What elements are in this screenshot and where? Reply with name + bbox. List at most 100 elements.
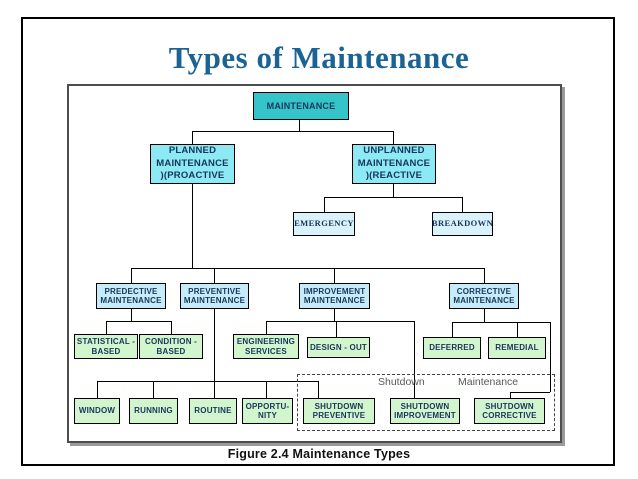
node-label-line: PREVENTIVE bbox=[312, 411, 366, 420]
connector bbox=[318, 381, 319, 398]
node-label-line: CORRECTIVE bbox=[482, 411, 537, 420]
node-label-line: SERVICES bbox=[245, 346, 287, 356]
connector bbox=[414, 321, 415, 398]
node-shutdown-corrective: SHUTDOWN CORRECTIVE bbox=[474, 398, 545, 424]
node-label-line: PLANNED bbox=[168, 145, 217, 157]
node-planned-maintenance: PLANNED MAINTENANCE )(PROACTIVE bbox=[150, 144, 235, 184]
node-label-line: CONDITION - bbox=[145, 337, 197, 347]
connector bbox=[192, 131, 193, 144]
connector bbox=[106, 321, 171, 322]
connector bbox=[517, 322, 518, 337]
node-label-line: SHUTDOWN bbox=[400, 401, 450, 411]
diagram-frame bbox=[67, 84, 562, 443]
connector bbox=[214, 308, 215, 398]
node-design-out: DESIGN - OUT bbox=[307, 337, 370, 358]
node-predective-maintenance: PREDECTIVE MAINTENANCE bbox=[96, 283, 166, 309]
node-breakdown: BREAKDOWN bbox=[432, 212, 493, 236]
node-shutdown-improvement: SHUTDOWN IMPROVEMENT bbox=[390, 398, 460, 424]
connector bbox=[336, 321, 337, 337]
node-unplanned-maintenance: UNPLANNED MAINTENANCE )(REACTIVE bbox=[352, 144, 436, 184]
node-label-line: )(PROACTIVE bbox=[160, 170, 225, 182]
connector bbox=[171, 321, 172, 334]
node-label-line: MAINTENANCE bbox=[100, 296, 162, 305]
shutdown-group-outline bbox=[297, 374, 555, 431]
connector bbox=[462, 197, 463, 212]
connector bbox=[452, 322, 550, 323]
connector bbox=[484, 308, 485, 322]
node-condition-based: CONDITION - BASED bbox=[139, 334, 203, 359]
connector bbox=[153, 381, 154, 398]
connector bbox=[266, 381, 267, 398]
connector bbox=[97, 381, 318, 382]
node-label-line: BASED bbox=[156, 346, 186, 356]
node-maintenance: MAINTENANCE bbox=[253, 92, 349, 120]
connector bbox=[106, 321, 107, 334]
page-border bbox=[21, 17, 615, 466]
node-label-line: MAINTENANCE bbox=[156, 157, 229, 169]
node-label-line: SHUTDOWN bbox=[485, 401, 534, 411]
node-statistical-based: STATISTICAL - BASED bbox=[74, 334, 138, 359]
connector bbox=[131, 308, 132, 321]
node-label-line: MAINTENANCE bbox=[453, 296, 515, 305]
slide-title: Types of Maintenance bbox=[168, 40, 470, 75]
node-window: WINDOW bbox=[74, 398, 120, 424]
connector bbox=[131, 268, 484, 269]
node-label: EMERGENCY bbox=[294, 218, 354, 229]
node-label-line: CORRECTIVE bbox=[456, 286, 512, 296]
connector bbox=[334, 268, 335, 283]
node-label-line: SHUTDOWN bbox=[314, 401, 364, 411]
node-label: MAINTENANCE bbox=[266, 100, 336, 111]
connector bbox=[97, 381, 98, 398]
connector bbox=[192, 183, 193, 268]
node-label-line: )(REACTIVE bbox=[365, 170, 423, 182]
connector bbox=[550, 322, 551, 392]
node-label: BREAKDOWN bbox=[431, 218, 494, 229]
connector bbox=[324, 197, 462, 198]
node-label-line: IMPROVEMENT bbox=[394, 411, 456, 420]
connector bbox=[324, 197, 325, 212]
node-label-line: MAINTENANCE bbox=[303, 296, 366, 305]
node-label-line: PREDECTIVE bbox=[104, 286, 158, 296]
node-label-line: MAINTENANCE bbox=[183, 296, 246, 305]
node-label: REMEDIAL bbox=[495, 343, 539, 353]
node-improvement-maintenance: IMPROVEMENT MAINTENANCE bbox=[299, 283, 370, 309]
connector bbox=[334, 308, 335, 321]
node-routine: ROUTINE bbox=[189, 398, 237, 424]
node-label-line: ENGINEERING bbox=[236, 337, 296, 347]
connector bbox=[299, 120, 300, 132]
connector bbox=[266, 321, 267, 334]
node-label-line: STATISTICAL - bbox=[76, 337, 136, 347]
node-remedial: REMEDIAL bbox=[488, 337, 546, 359]
node-label-line: NITY bbox=[257, 411, 278, 420]
connector bbox=[452, 322, 453, 337]
node-label-line: OPPORTU- bbox=[245, 401, 290, 411]
node-label-line: BASED bbox=[91, 346, 121, 356]
node-label: RUNNING bbox=[134, 406, 173, 416]
connector bbox=[393, 131, 394, 144]
connector bbox=[393, 183, 394, 197]
node-engineering-services: ENGINEERING SERVICES bbox=[233, 334, 299, 359]
node-label: DESIGN - OUT bbox=[309, 342, 368, 352]
node-label: WINDOW bbox=[78, 406, 116, 416]
connector bbox=[510, 392, 550, 393]
node-emergency: EMERGENCY bbox=[293, 212, 355, 236]
connector bbox=[266, 321, 414, 322]
connector bbox=[510, 392, 511, 398]
node-label-line: UNPLANNED bbox=[363, 145, 425, 157]
connector bbox=[131, 268, 132, 283]
shutdown-group-label-word2: Maintenance bbox=[458, 376, 519, 388]
connector bbox=[214, 268, 215, 283]
shutdown-group-label-word1: Shutdown bbox=[378, 376, 425, 388]
connector bbox=[484, 268, 485, 283]
node-label-line: PREVENTIVE bbox=[188, 286, 241, 296]
node-deferred: DEFERRED bbox=[423, 337, 481, 359]
node-label: ROUTINE bbox=[194, 406, 232, 416]
node-label-line: MAINTENANCE bbox=[357, 157, 431, 169]
node-shutdown-preventive: SHUTDOWN PREVENTIVE bbox=[303, 398, 375, 424]
node-running: RUNNING bbox=[129, 398, 178, 424]
node-label-line: IMPROVEMENT bbox=[303, 286, 366, 296]
figure-caption: Figure 2.4 Maintenance Types bbox=[227, 447, 411, 461]
node-label: DEFERRED bbox=[429, 343, 475, 353]
node-preventive-maintenance: PREVENTIVE MAINTENANCE bbox=[180, 283, 249, 309]
